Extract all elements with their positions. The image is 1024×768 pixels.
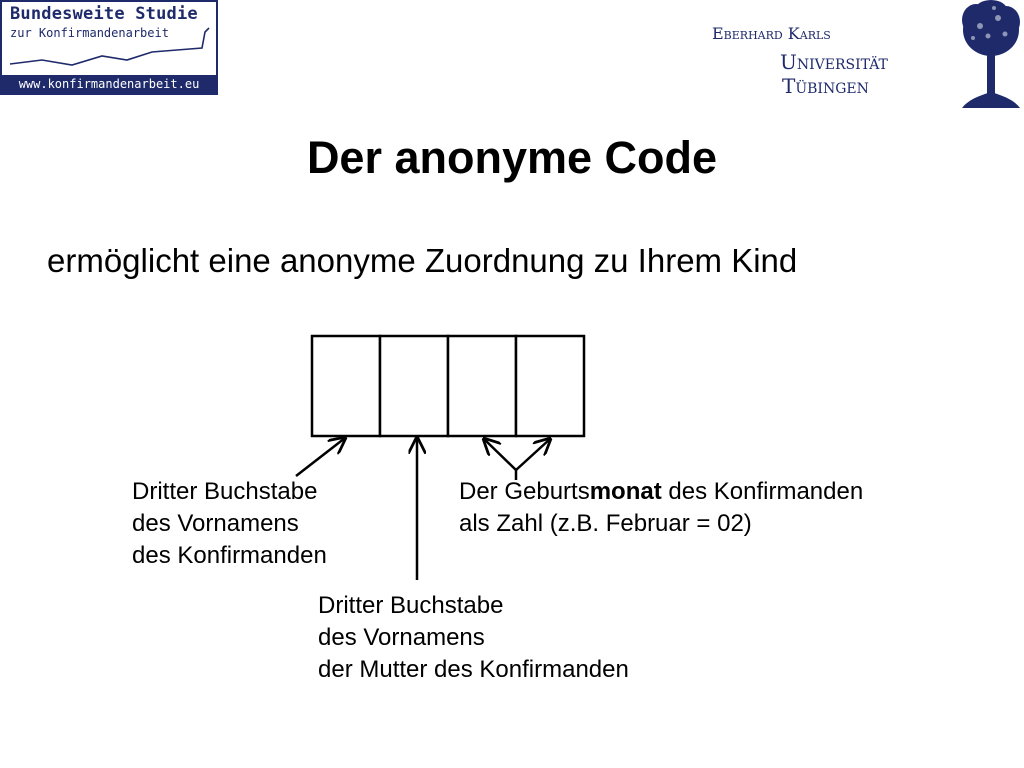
arrow-month-left	[484, 439, 517, 471]
label-text: Der Geburts	[459, 478, 590, 505]
palm-tree-icon	[962, 0, 1020, 108]
label-text: des Konfirmanden	[661, 478, 864, 505]
arrow-month-right	[515, 439, 550, 471]
label-line: Dritter Buchstabe	[132, 478, 318, 505]
code-boxes	[310, 334, 586, 438]
code-box-4	[514, 334, 586, 438]
label-line: der Mutter des Konfirmanden	[318, 656, 629, 683]
label-line: Dritter Buchstabe	[318, 592, 504, 619]
label-line: Der Geburtsmonat des Konfirmanden	[459, 476, 863, 508]
university-line1: Eberhard Karls	[712, 24, 831, 43]
page-subtitle: ermöglicht eine anonyme Zuordnung zu Ihr…	[47, 242, 798, 279]
label-line: des Vornamens	[132, 510, 299, 537]
label-line: als Zahl (z.B. Februar = 02)	[459, 510, 752, 537]
label-mother-letter: Dritter Buchstabe des Vornamens der Mutt…	[318, 590, 629, 686]
study-logo-subtitle: zur Konfirmandenarbeit	[10, 26, 169, 40]
study-logo-title: Bundesweite Studie	[10, 4, 198, 24]
arrow-first-letter	[295, 438, 345, 477]
label-birth-month: Der Geburtsmonat des Konfirmanden als Za…	[459, 476, 863, 540]
study-logo-graph	[9, 27, 210, 66]
label-line: des Konfirmanden	[132, 542, 327, 569]
page-title: Der anonyme Code	[306, 132, 718, 183]
code-box-2	[378, 334, 450, 438]
label-line: des Vornamens	[318, 624, 485, 651]
label-bold-text: monat	[589, 478, 662, 505]
study-logo-url: www.konfirmandenarbeit.eu	[2, 75, 216, 93]
university-line2: Universität	[780, 50, 888, 74]
study-logo: Bundesweite Studie zur Konfirmandenarbei…	[0, 0, 218, 95]
code-box-3	[446, 334, 518, 438]
university-line3: Tübingen	[782, 74, 869, 98]
code-box-1	[310, 334, 382, 438]
label-first-letter-child: Dritter Buchstabe des Vornamens des Konf…	[132, 476, 327, 572]
